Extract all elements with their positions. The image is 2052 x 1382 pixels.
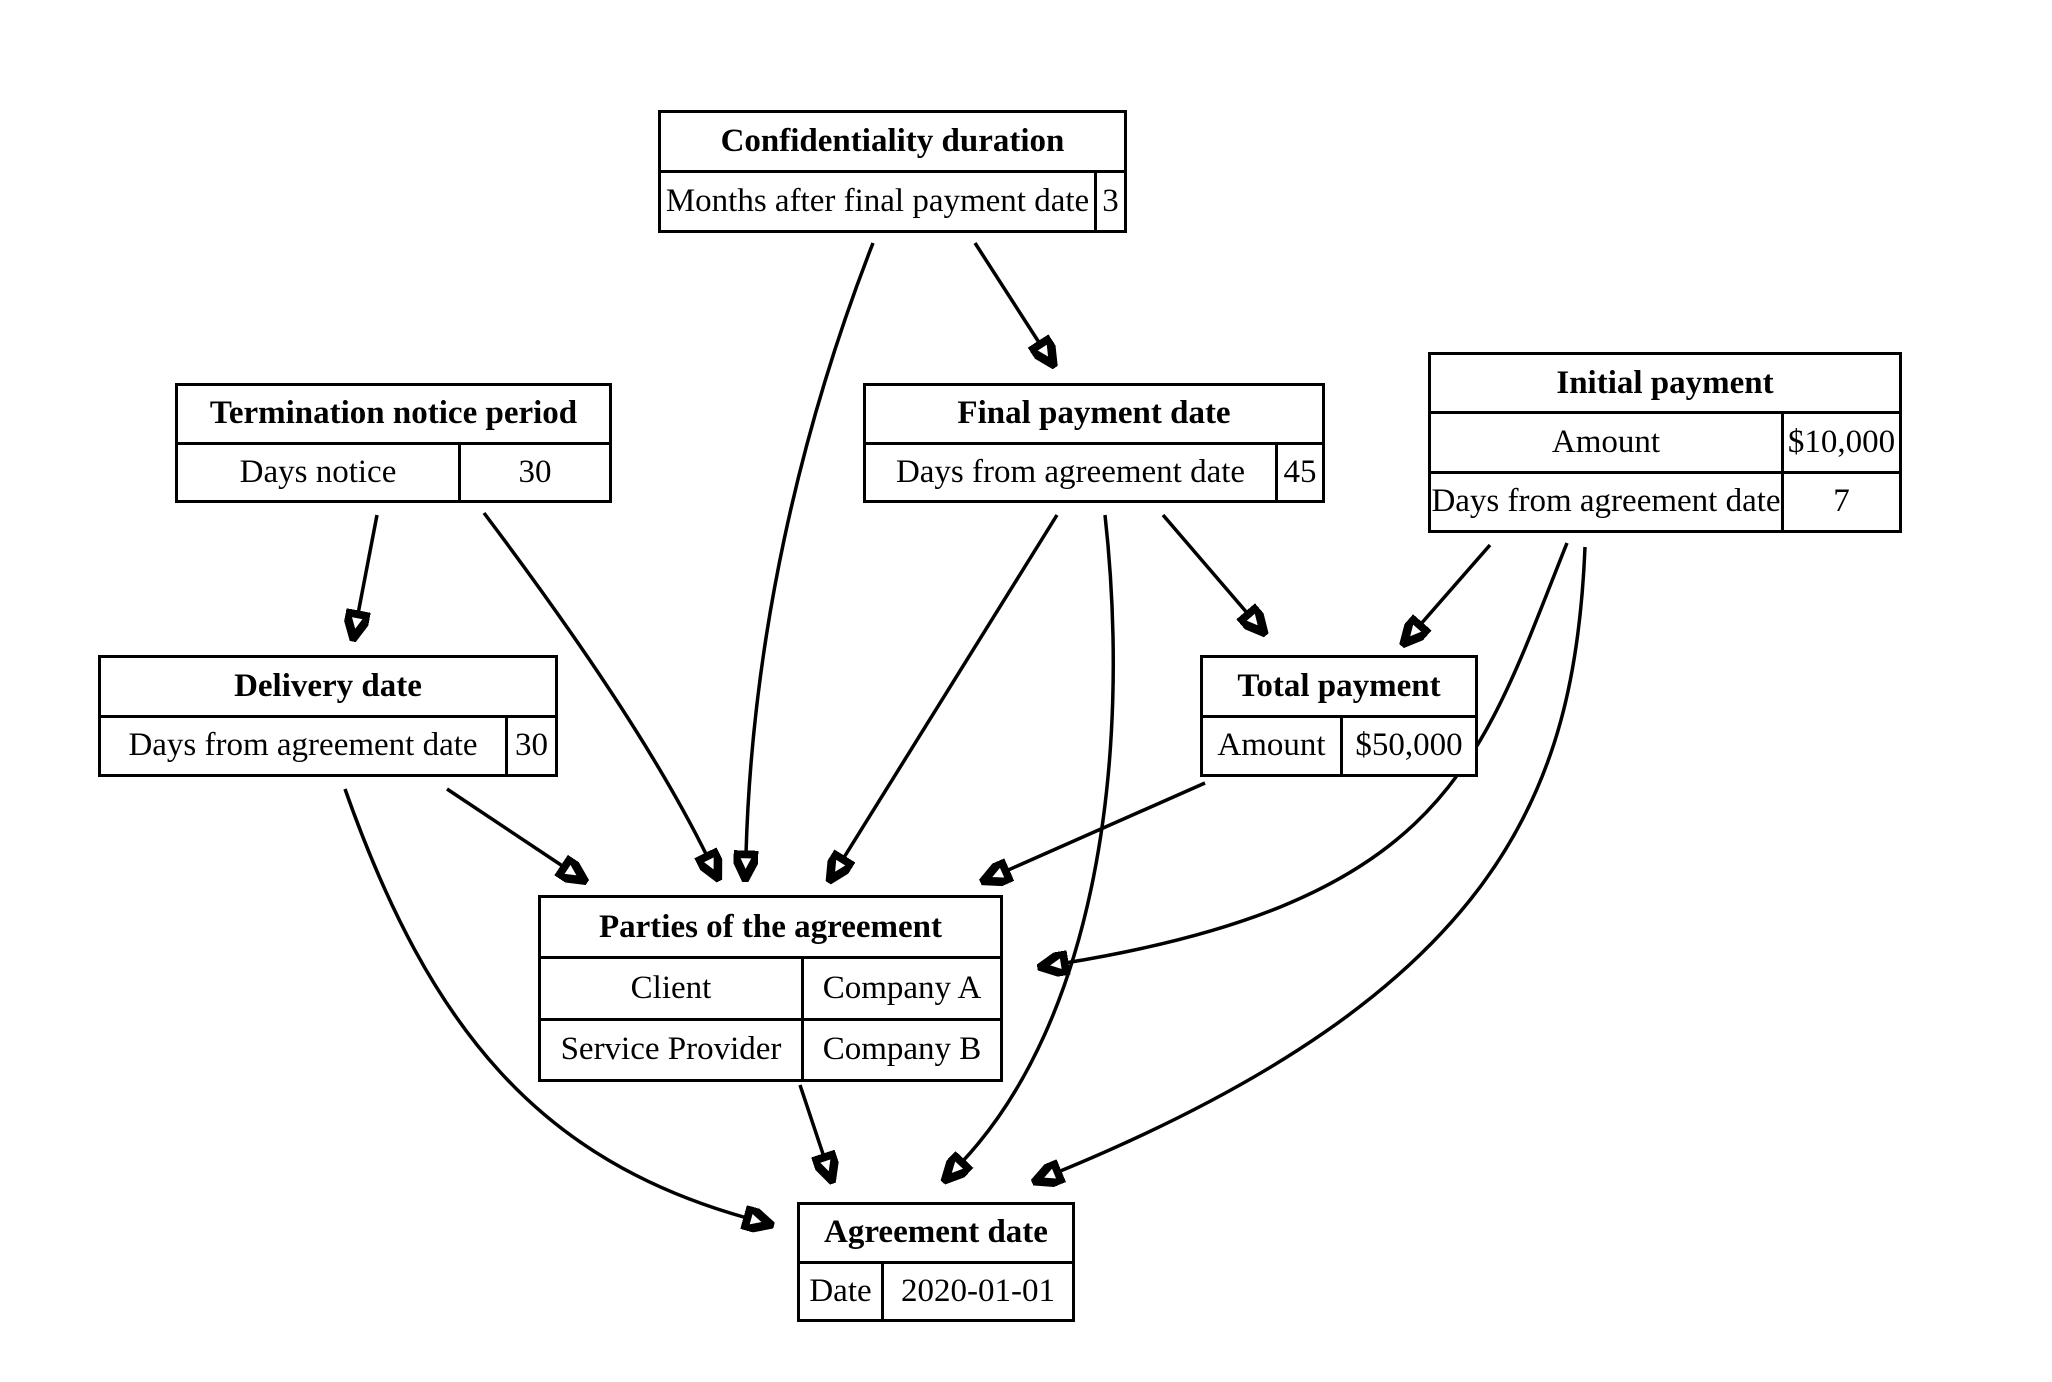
row-label: Amount [1431,414,1784,471]
row-value: 30 [515,727,548,764]
node-title: Termination notice period [178,386,609,445]
table-row: Date 2020-01-01 [800,1263,1072,1319]
node-delivery-date: Delivery date Days from agreement date 3… [98,655,558,777]
node-title: Delivery date [101,658,555,718]
table-row: Client Company A [541,959,1000,1021]
node-title: Final payment date [866,386,1322,445]
row-label: Days notice [178,444,461,500]
node-termination-notice-period: Termination notice period Days notice 30 [175,383,612,503]
edge-parties-to-agreement-date [798,1084,824,1157]
node-title: Total payment [1203,658,1475,718]
table-row: Amount $50,000 [1203,717,1475,774]
edge-final-payment-date-to-total-payment [1161,513,1248,614]
node-title: Confidentiality duration [661,113,1124,173]
row-value: 45 [1283,453,1317,490]
row-label: Days from agreement date [101,717,508,774]
edge-confidentiality-duration-to-final-payment-date [973,242,1040,344]
row-value: $50,000 [1355,727,1463,764]
row-value: 7 [1833,483,1850,520]
row-label: Months after final payment date [661,173,1097,230]
node-title: Parties of the agreement [541,898,1000,960]
table-row: Days notice 30 [178,444,609,500]
node-title: Agreement date [800,1205,1072,1264]
node-agreement-date: Agreement date Date 2020-01-01 [797,1202,1075,1322]
node-total-payment: Total payment Amount $50,000 [1200,655,1478,777]
row-value: Company A [822,969,982,1006]
edge-delivery-date-to-parties [446,787,564,867]
row-value: 3 [1102,183,1119,219]
row-label: Days from agreement date [866,444,1278,500]
node-parties-of-the-agreement: Parties of the agreement Client Company … [538,895,1003,1082]
row-value: 2020-01-01 [901,1272,1055,1309]
table-row: Days from agreement date 30 [101,717,555,774]
table-row: Days from agreement date 7 [1431,473,1899,530]
row-label: Client [541,959,804,1018]
row-label: Amount [1203,717,1343,774]
edge-initial-payment-to-agreement-date [1058,546,1587,1172]
edge-termination-notice-period-to-parties [482,511,707,856]
edge-initial-payment-to-parties [1065,542,1569,963]
table-row: Service Provider Company B [541,1020,1000,1079]
row-value: $10,000 [1787,423,1896,460]
edge-final-payment-date-to-agreement-date [962,514,1115,1162]
edge-confidentiality-duration-to-parties [746,242,875,854]
table-row: Days from agreement date 45 [866,444,1322,500]
edge-final-payment-date-to-parties [843,514,1059,859]
edge-delivery-date-to-agreement-date [343,788,747,1218]
node-final-payment-date: Final payment date Days from agreement d… [863,383,1325,503]
table-row: Months after final payment date 3 [661,173,1124,230]
row-label: Days from agreement date [1431,473,1784,530]
table-row: Amount $10,000 [1431,414,1899,474]
node-title: Initial payment [1431,355,1899,415]
edge-initial-payment-to-total-payment [1420,543,1492,625]
row-value: Company B [822,1031,982,1068]
row-label: Date [800,1263,884,1319]
node-initial-payment: Initial payment Amount $10,000 Days from… [1428,352,1902,533]
row-label: Service Provider [541,1020,804,1079]
edge-total-payment-to-parties [1006,781,1206,871]
node-confidentiality-duration: Confidentiality duration Months after fi… [658,110,1127,233]
edge-termination-notice-period-to-delivery-date [358,514,379,614]
row-value: 30 [518,453,552,490]
